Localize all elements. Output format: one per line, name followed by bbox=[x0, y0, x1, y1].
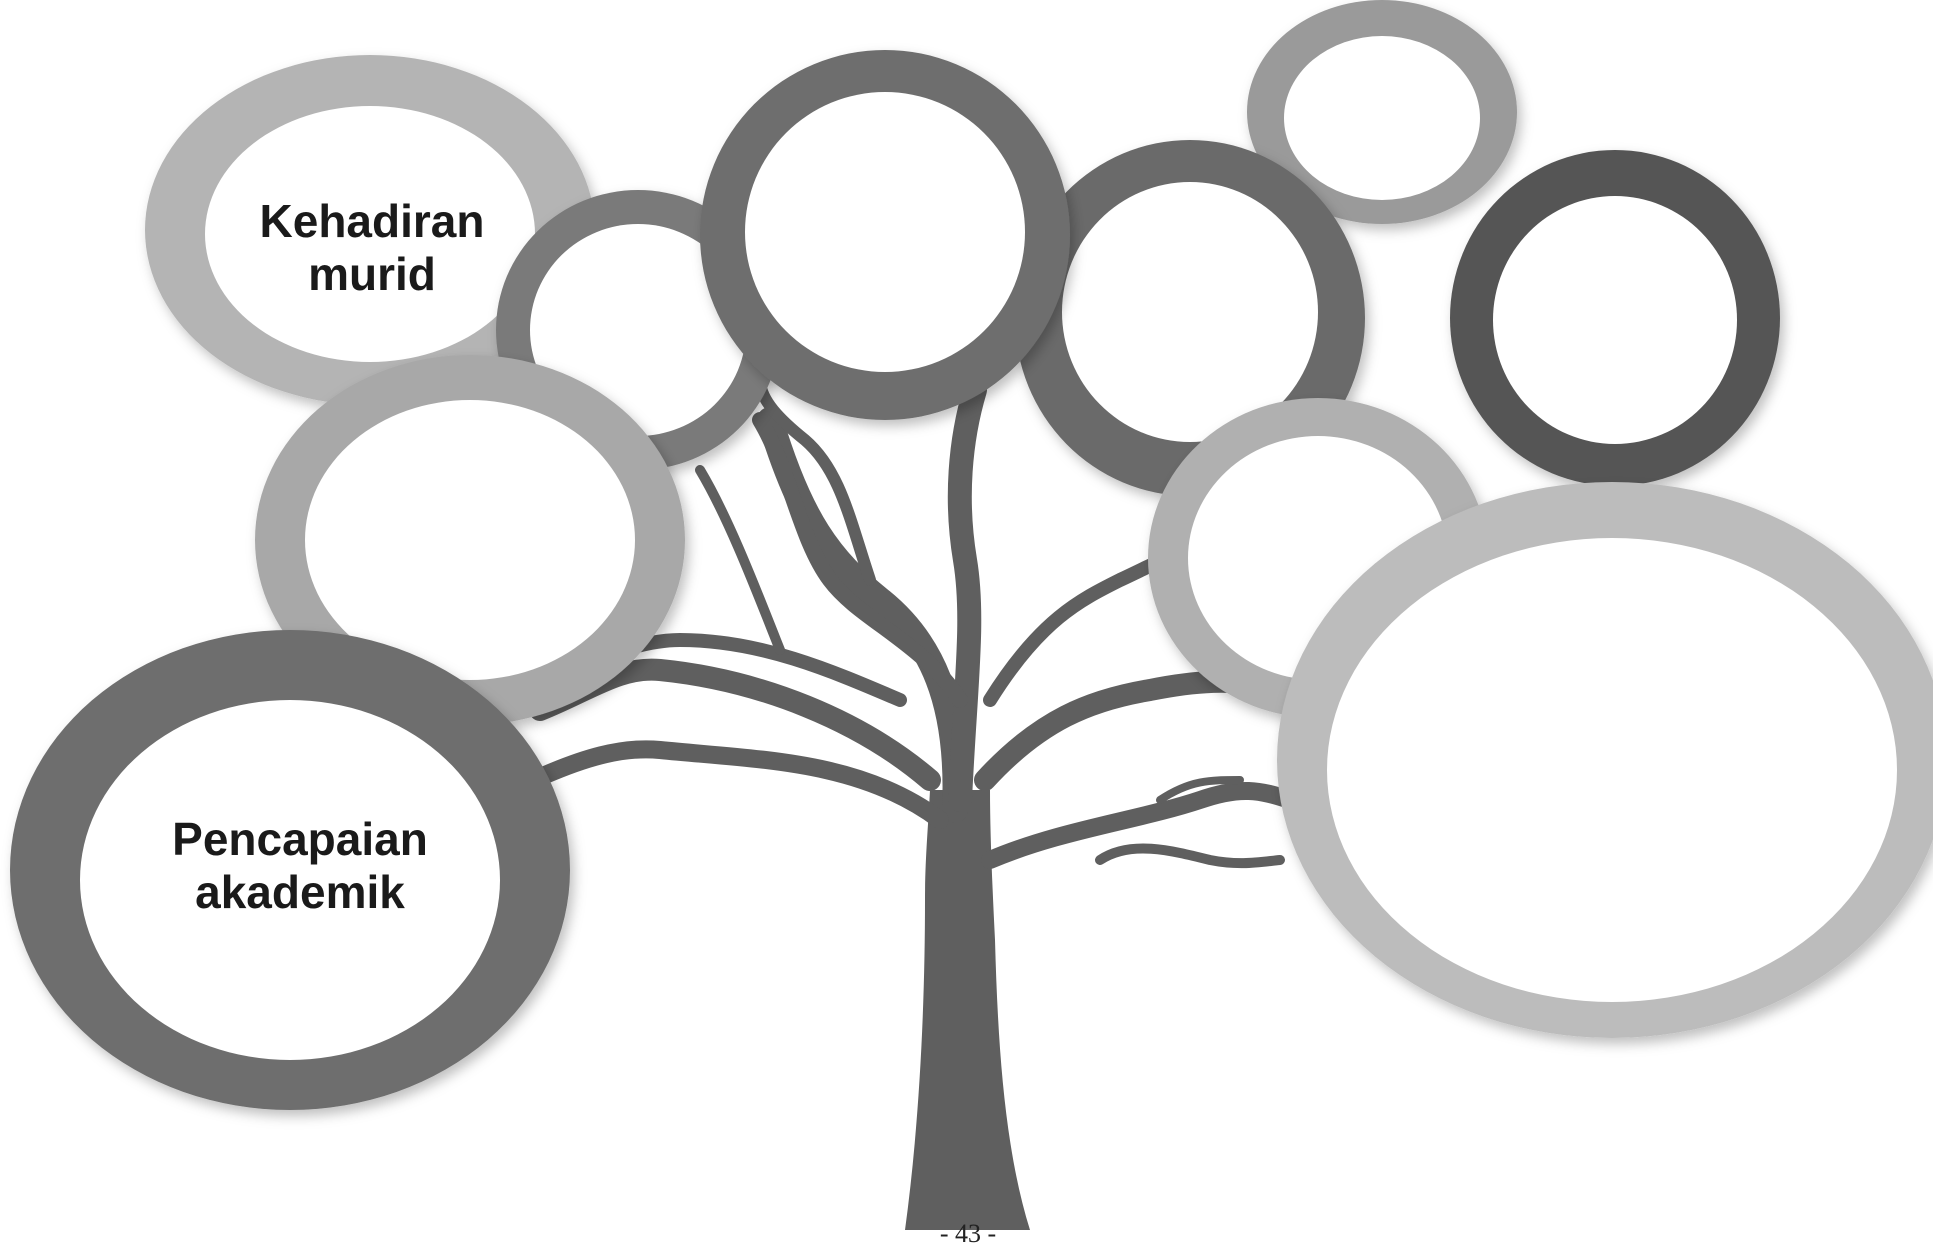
ring-kehadiran bbox=[145, 55, 595, 405]
page-number: - 43 - bbox=[940, 1219, 996, 1248]
pencapaian-line-1: Pencapaian bbox=[172, 813, 428, 865]
ring-pencapaian bbox=[10, 630, 570, 1110]
ring-blank-2 bbox=[1450, 150, 1780, 486]
circle-rings bbox=[10, 0, 1933, 1110]
pencapaian-line-2: akademik bbox=[195, 866, 405, 918]
ring-blank-5 bbox=[700, 50, 1070, 420]
ring-blank-6 bbox=[255, 355, 685, 725]
label-pencapaian: Pencapaian akademik bbox=[172, 813, 428, 918]
ring-blank-8 bbox=[1277, 482, 1933, 1038]
kehadiran-line-1: Kehadiran bbox=[260, 195, 485, 247]
tree-trunk bbox=[905, 790, 1030, 1230]
label-kehadiran: Kehadiran murid bbox=[260, 195, 485, 300]
ring-blank-1 bbox=[1247, 0, 1517, 224]
kehadiran-line-2: murid bbox=[308, 248, 436, 300]
